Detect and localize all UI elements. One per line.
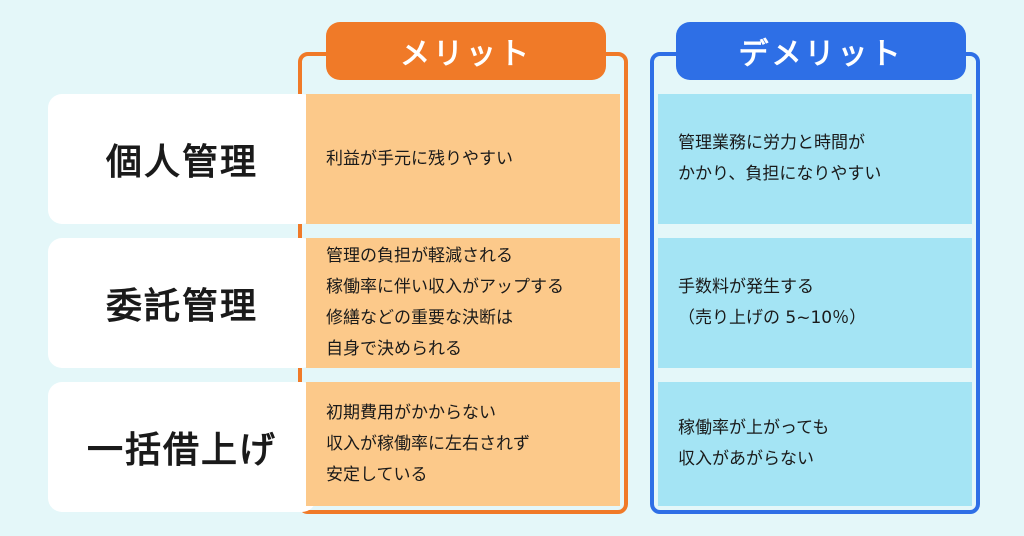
demerit-text: 稼働率が上がっても: [678, 418, 830, 438]
row-label-master-lease: 一括借上げ: [48, 382, 316, 512]
merit-text: 自身で決められる: [326, 339, 462, 359]
row-label-individual: 個人管理: [48, 94, 316, 224]
merit-column-header: メリット: [326, 22, 606, 80]
merit-text: 収入が稼働率に左右されず: [326, 433, 530, 454]
merit-text: 初期費用がかからない: [326, 402, 496, 423]
merit-cell-consignment: 管理の負担が軽減される 稼働率に伴い収入がアップする 修繕などの重要な決断は 自…: [306, 238, 620, 368]
merit-text: 利益が手元に残りやすい: [326, 148, 513, 169]
demerit-text: 手数料が発生する: [678, 277, 814, 297]
demerit-cell-individual: 管理業務に労力と時間が かかり、負担になりやすい: [658, 94, 972, 224]
demerit-cell-master-lease: 稼働率が上がっても 収入があがらない: [658, 382, 972, 506]
merit-text: 管理の負担が軽減される: [326, 246, 513, 266]
demerit-text: （売り上げの 5~10％）: [678, 308, 867, 328]
demerit-text: 収入があがらない: [678, 449, 814, 469]
merit-cell-individual: 利益が手元に残りやすい: [306, 94, 620, 224]
merit-text: 安定している: [326, 464, 428, 485]
demerit-text: 管理業務に労力と時間が: [678, 133, 865, 153]
demerit-cell-consignment: 手数料が発生する （売り上げの 5~10％）: [658, 238, 972, 368]
merit-text: 稼働率に伴い収入がアップする: [326, 277, 564, 297]
merit-cell-master-lease: 初期費用がかからない 収入が稼働率に左右されず 安定している: [306, 382, 620, 506]
merit-text: 修繕などの重要な決断は: [326, 308, 513, 328]
demerit-text: かかり、負担になりやすい: [678, 164, 882, 184]
row-label-consignment: 委託管理: [48, 238, 316, 368]
demerit-column-header: デメリット: [676, 22, 966, 80]
